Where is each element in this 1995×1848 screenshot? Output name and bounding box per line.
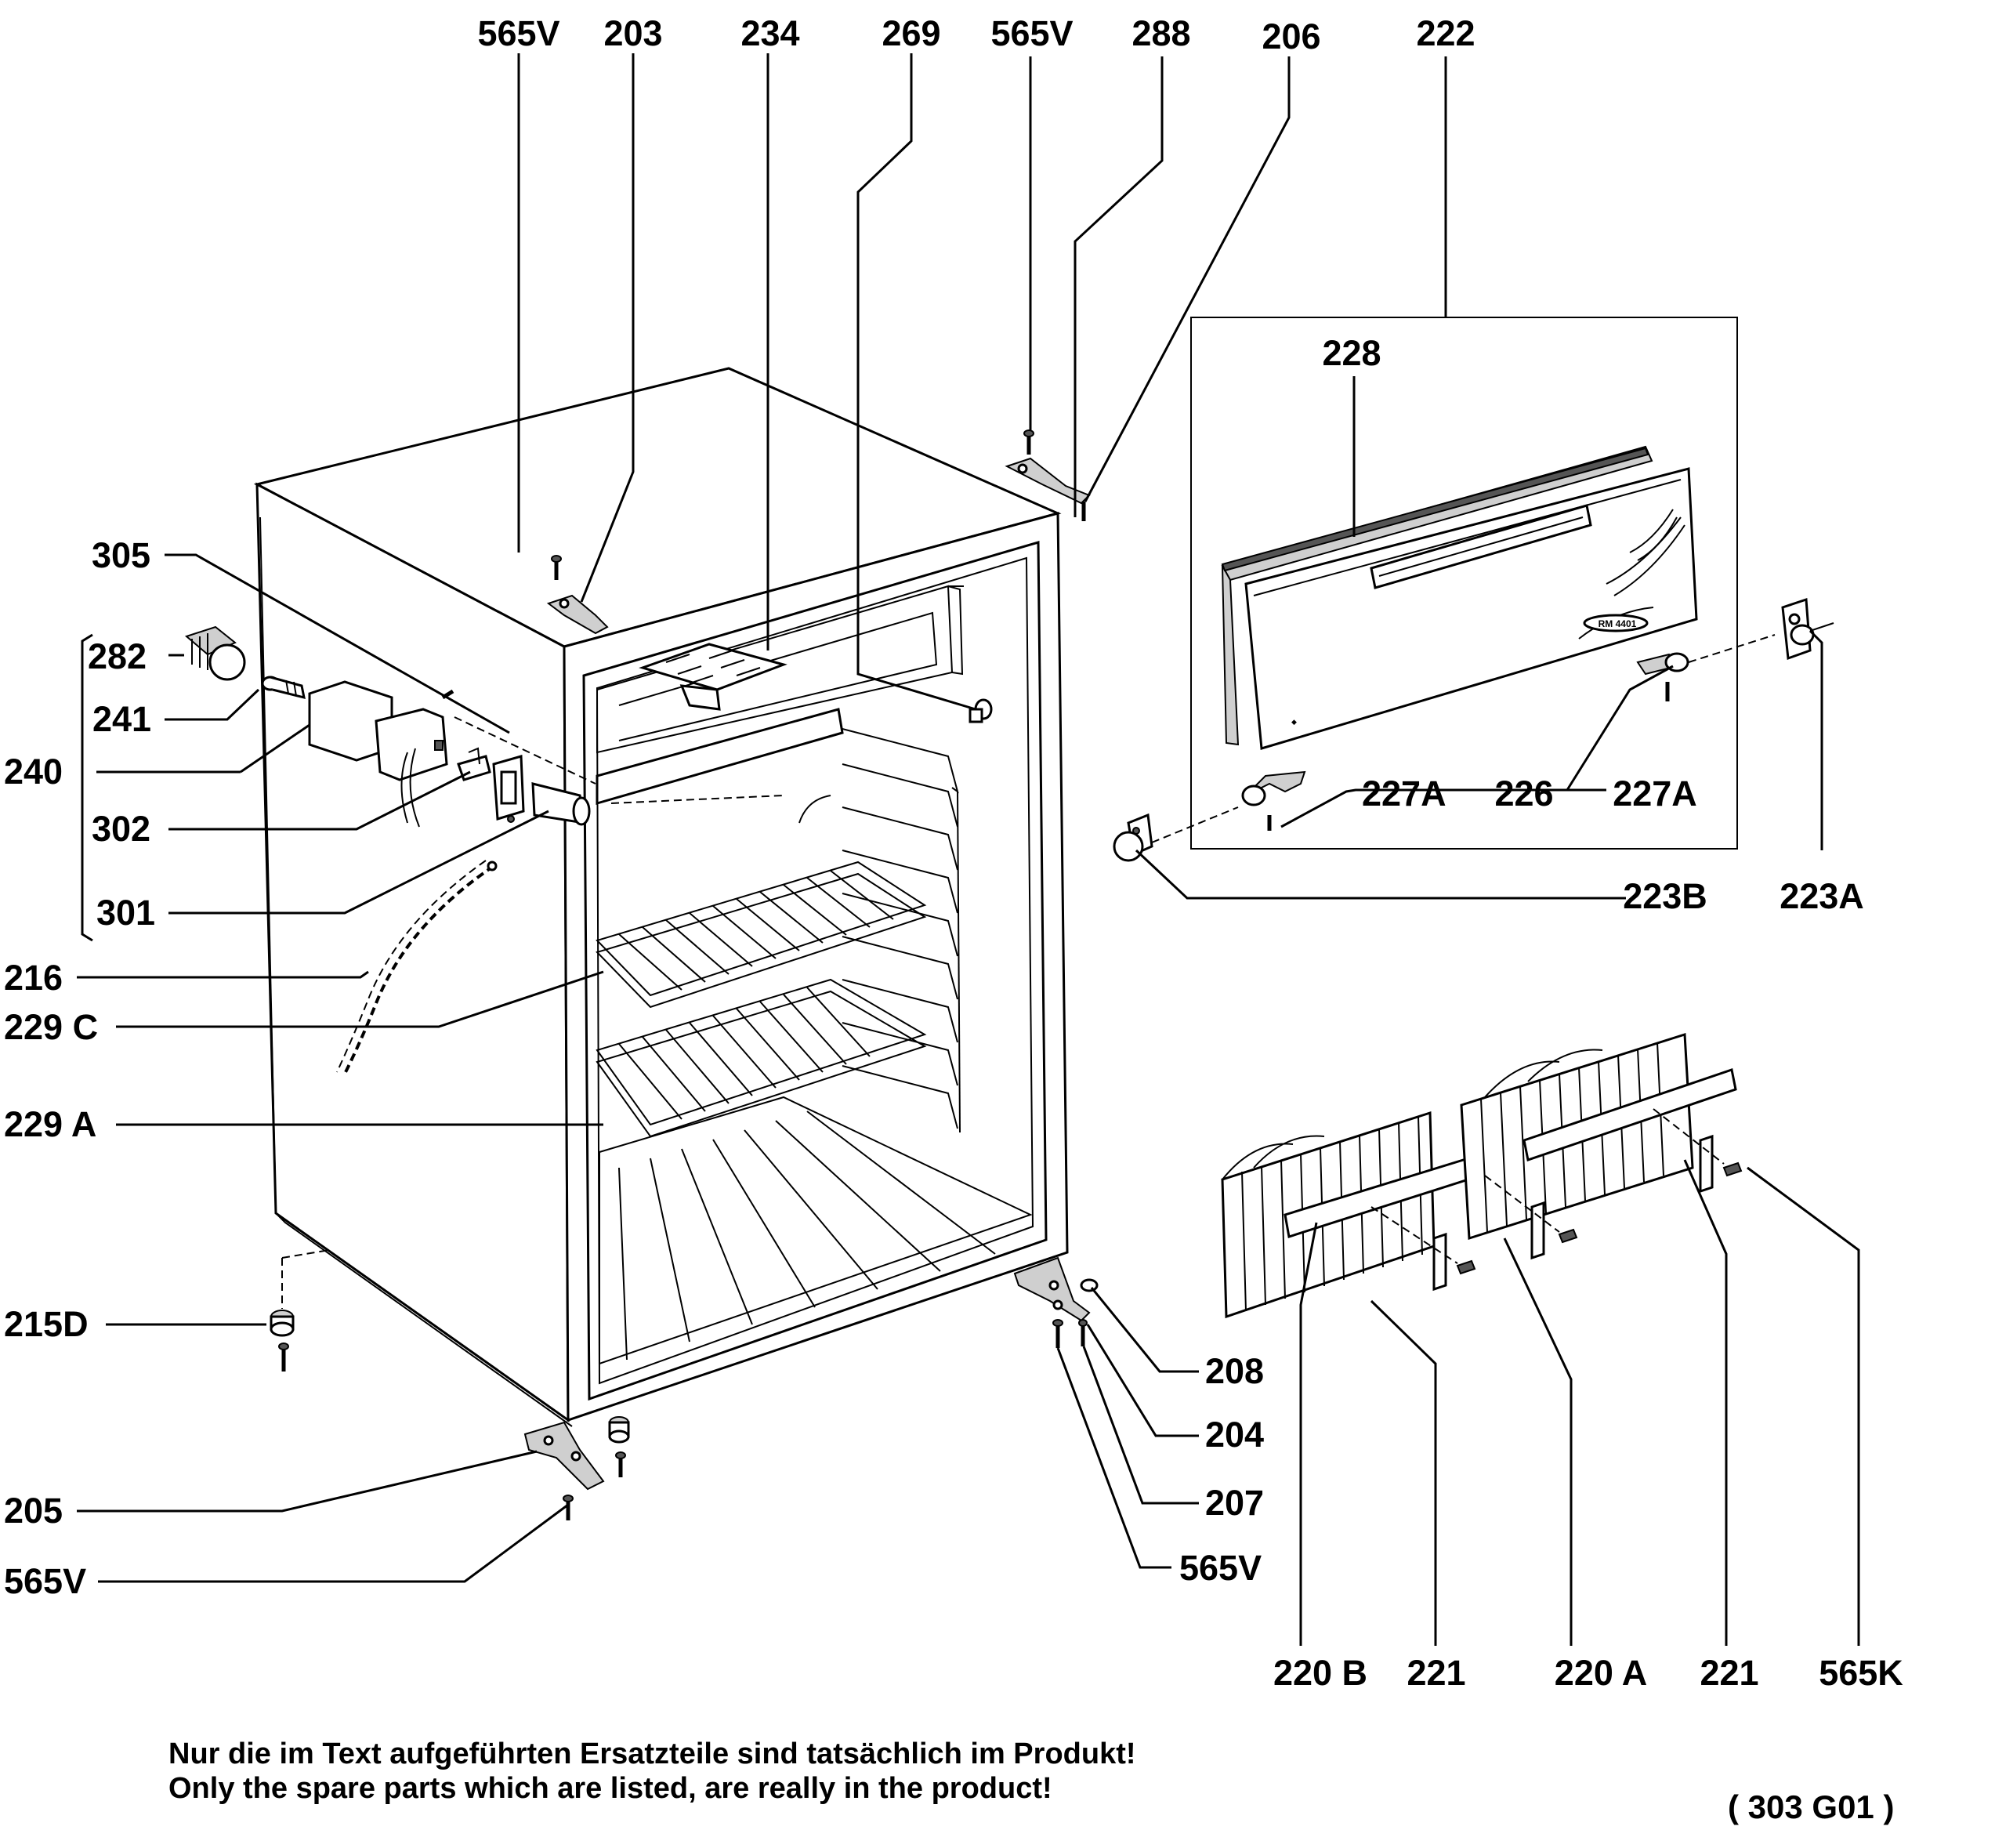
- wire-shelf-lower: [596, 978, 927, 1138]
- callout-565v-bottom-left: 565V: [4, 1561, 87, 1601]
- foot-left-front: [608, 1416, 630, 1477]
- top-hinge-left: [546, 555, 609, 635]
- door-group-frame: [1190, 317, 1738, 850]
- callout-207: 207: [1205, 1483, 1265, 1523]
- callout-565v-top-left: 565V: [477, 13, 560, 53]
- callout-302: 302: [92, 809, 151, 849]
- callout-288: 288: [1131, 13, 1191, 53]
- control-knob: [184, 625, 246, 681]
- callout-282: 282: [88, 636, 147, 676]
- callout-221-right: 221: [1700, 1653, 1759, 1693]
- hinge-bushing-left: [1241, 770, 1306, 831]
- door-pivot-223a: [1781, 597, 1834, 661]
- control-spindle: [261, 676, 306, 700]
- callout-208: 208: [1205, 1351, 1265, 1391]
- callout-223a: 223A: [1780, 876, 1864, 916]
- callout-223b: 223B: [1623, 876, 1707, 916]
- vent-grille-220b: [1221, 1111, 1494, 1319]
- callout-206: 206: [1262, 16, 1321, 56]
- bottom-hinge-left: [523, 1421, 605, 1520]
- callout-565k: 565K: [1819, 1653, 1903, 1693]
- callout-215d: 215D: [4, 1304, 89, 1344]
- callout-205: 205: [4, 1491, 63, 1531]
- door-pivot-223b: [1113, 813, 1153, 862]
- note-english: Only the spare parts which are listed, a…: [168, 1772, 1052, 1805]
- vent-grille-220a: [1460, 1032, 1737, 1260]
- callout-204: 204: [1205, 1415, 1265, 1455]
- brand-mark: ◆: [1291, 718, 1297, 726]
- callout-226: 226: [1494, 774, 1554, 813]
- callout-222: 222: [1416, 13, 1475, 53]
- note-german: Nur die im Text aufgeführten Ersatzteile…: [168, 1737, 1136, 1770]
- callout-227a-right: 227A: [1613, 774, 1697, 813]
- callout-301: 301: [96, 893, 156, 933]
- door-rails: [842, 728, 961, 1133]
- hinge-bushing-right: [1636, 652, 1689, 701]
- callout-234: 234: [740, 13, 800, 53]
- callout-305: 305: [92, 535, 151, 575]
- callout-221-left: 221: [1407, 1653, 1466, 1693]
- callout-216: 216: [4, 958, 63, 998]
- callout-565v-bottom-right: 565V: [1179, 1548, 1262, 1588]
- freezer-door: RM 4401 ◆: [1221, 445, 1698, 750]
- callout-229c: 229 C: [4, 1007, 99, 1047]
- callout-229a: 229 A: [4, 1104, 97, 1144]
- callout-565v-top-right: 565V: [990, 13, 1074, 53]
- callout-220a: 220 A: [1554, 1653, 1648, 1693]
- cabinet-floor-ribs: [599, 1096, 1033, 1365]
- leader-lines: [77, 53, 1860, 1646]
- wire-shelf-upper: [596, 861, 927, 1009]
- grille-screws: [1370, 1108, 1743, 1275]
- door-badge: RM 4401: [1599, 618, 1637, 629]
- drawing-code: ( 303 G01 ): [1728, 1788, 1895, 1825]
- foot-left-rear: [270, 1249, 330, 1372]
- callout-220b: 220 B: [1273, 1653, 1368, 1693]
- refrigerator-cabinet: [253, 367, 1069, 1427]
- callout-203: 203: [603, 13, 663, 53]
- bottom-hinge-right: [1013, 1256, 1099, 1348]
- callout-227a-left: 227A: [1362, 774, 1446, 813]
- ice-tray: [639, 643, 788, 711]
- callout-240: 240: [4, 752, 63, 792]
- callout-228: 228: [1322, 333, 1381, 373]
- callout-269: 269: [882, 13, 941, 53]
- callout-241: 241: [92, 699, 152, 739]
